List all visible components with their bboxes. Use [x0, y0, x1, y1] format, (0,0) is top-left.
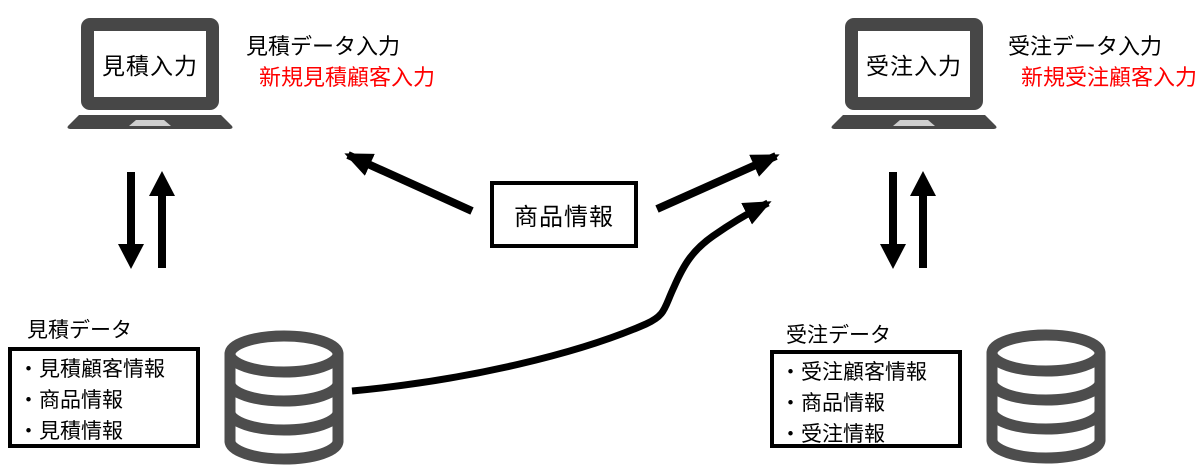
order-data-item: ・受注顧客情報 [780, 361, 927, 384]
order-data-item: ・商品情報 [780, 392, 885, 415]
left-terminal-caption: 見積データ入力 新規見積顧客入力 [246, 31, 435, 93]
quote-db-to-right-terminal-curve-arrow [351, 199, 772, 395]
right-caption-line1: 受注データ入力 [1008, 34, 1163, 59]
quote-data-item: ・見積情報 [18, 420, 123, 443]
right-terminal-caption: 受注データ入力 新規受注顧客入力 [1008, 31, 1197, 93]
left-terminal-db-down-arrow [118, 172, 144, 269]
right-terminal-db-down-arrow [880, 172, 906, 269]
quote-data-item: ・見積顧客情報 [18, 358, 165, 381]
right-db-terminal-up-arrow [910, 171, 936, 268]
right-terminal-screen-label: 受注入力 [866, 53, 962, 79]
left-caption-line1: 見積データ入力 [246, 34, 401, 59]
quote-data-box: ・見積顧客情報 ・商品情報 ・見積情報 [8, 347, 200, 448]
left-db-terminal-up-arrow [149, 171, 175, 268]
order-data-box: ・受注顧客情報 ・商品情報 ・受注情報 [770, 350, 962, 448]
database-icon [986, 329, 1106, 464]
product-info-to-left-terminal-arrow [344, 151, 474, 215]
product-info-to-right-terminal-arrow [655, 152, 780, 213]
left-terminal-screen-label: 見積入力 [102, 53, 198, 79]
database-icon [224, 330, 344, 465]
quote-data-title: 見積データ [27, 319, 132, 342]
order-data-item: ・受注情報 [780, 423, 885, 446]
quote-data-item: ・商品情報 [18, 389, 123, 412]
right-caption-line2-highlight: 新規受注顧客入力 [1021, 65, 1198, 90]
laptop-icon [831, 18, 997, 129]
product-info-box: 商品情報 [490, 181, 638, 248]
product-info-label: 商品情報 [514, 204, 614, 231]
left-caption-line2-highlight: 新規見積顧客入力 [259, 65, 436, 90]
laptop-icon [67, 18, 233, 129]
order-data-title: 受注データ [786, 324, 891, 347]
